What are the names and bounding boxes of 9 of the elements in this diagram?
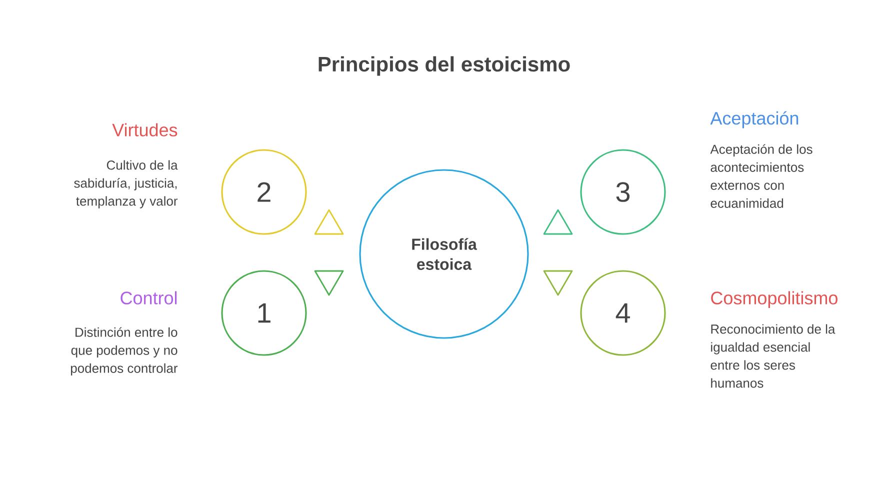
description: Cultivo de la sabiduría, justicia, templanza y valor [74, 160, 178, 208]
description: Distinción entre lo que podemos y no podemos controlar [70, 327, 178, 376]
heading: Virtudes [112, 123, 178, 136]
title: Principios del estoicismo [318, 56, 570, 76]
heading: Cosmopolitismo [711, 291, 838, 308]
heading: Aceptación [710, 111, 798, 128]
heading: Control [120, 291, 177, 304]
description: Aceptación de los acontecimientos externos con ecuanimidad [710, 144, 812, 208]
description: Reconocimiento de la igualdad esencial entre los seres humanos [710, 324, 836, 388]
